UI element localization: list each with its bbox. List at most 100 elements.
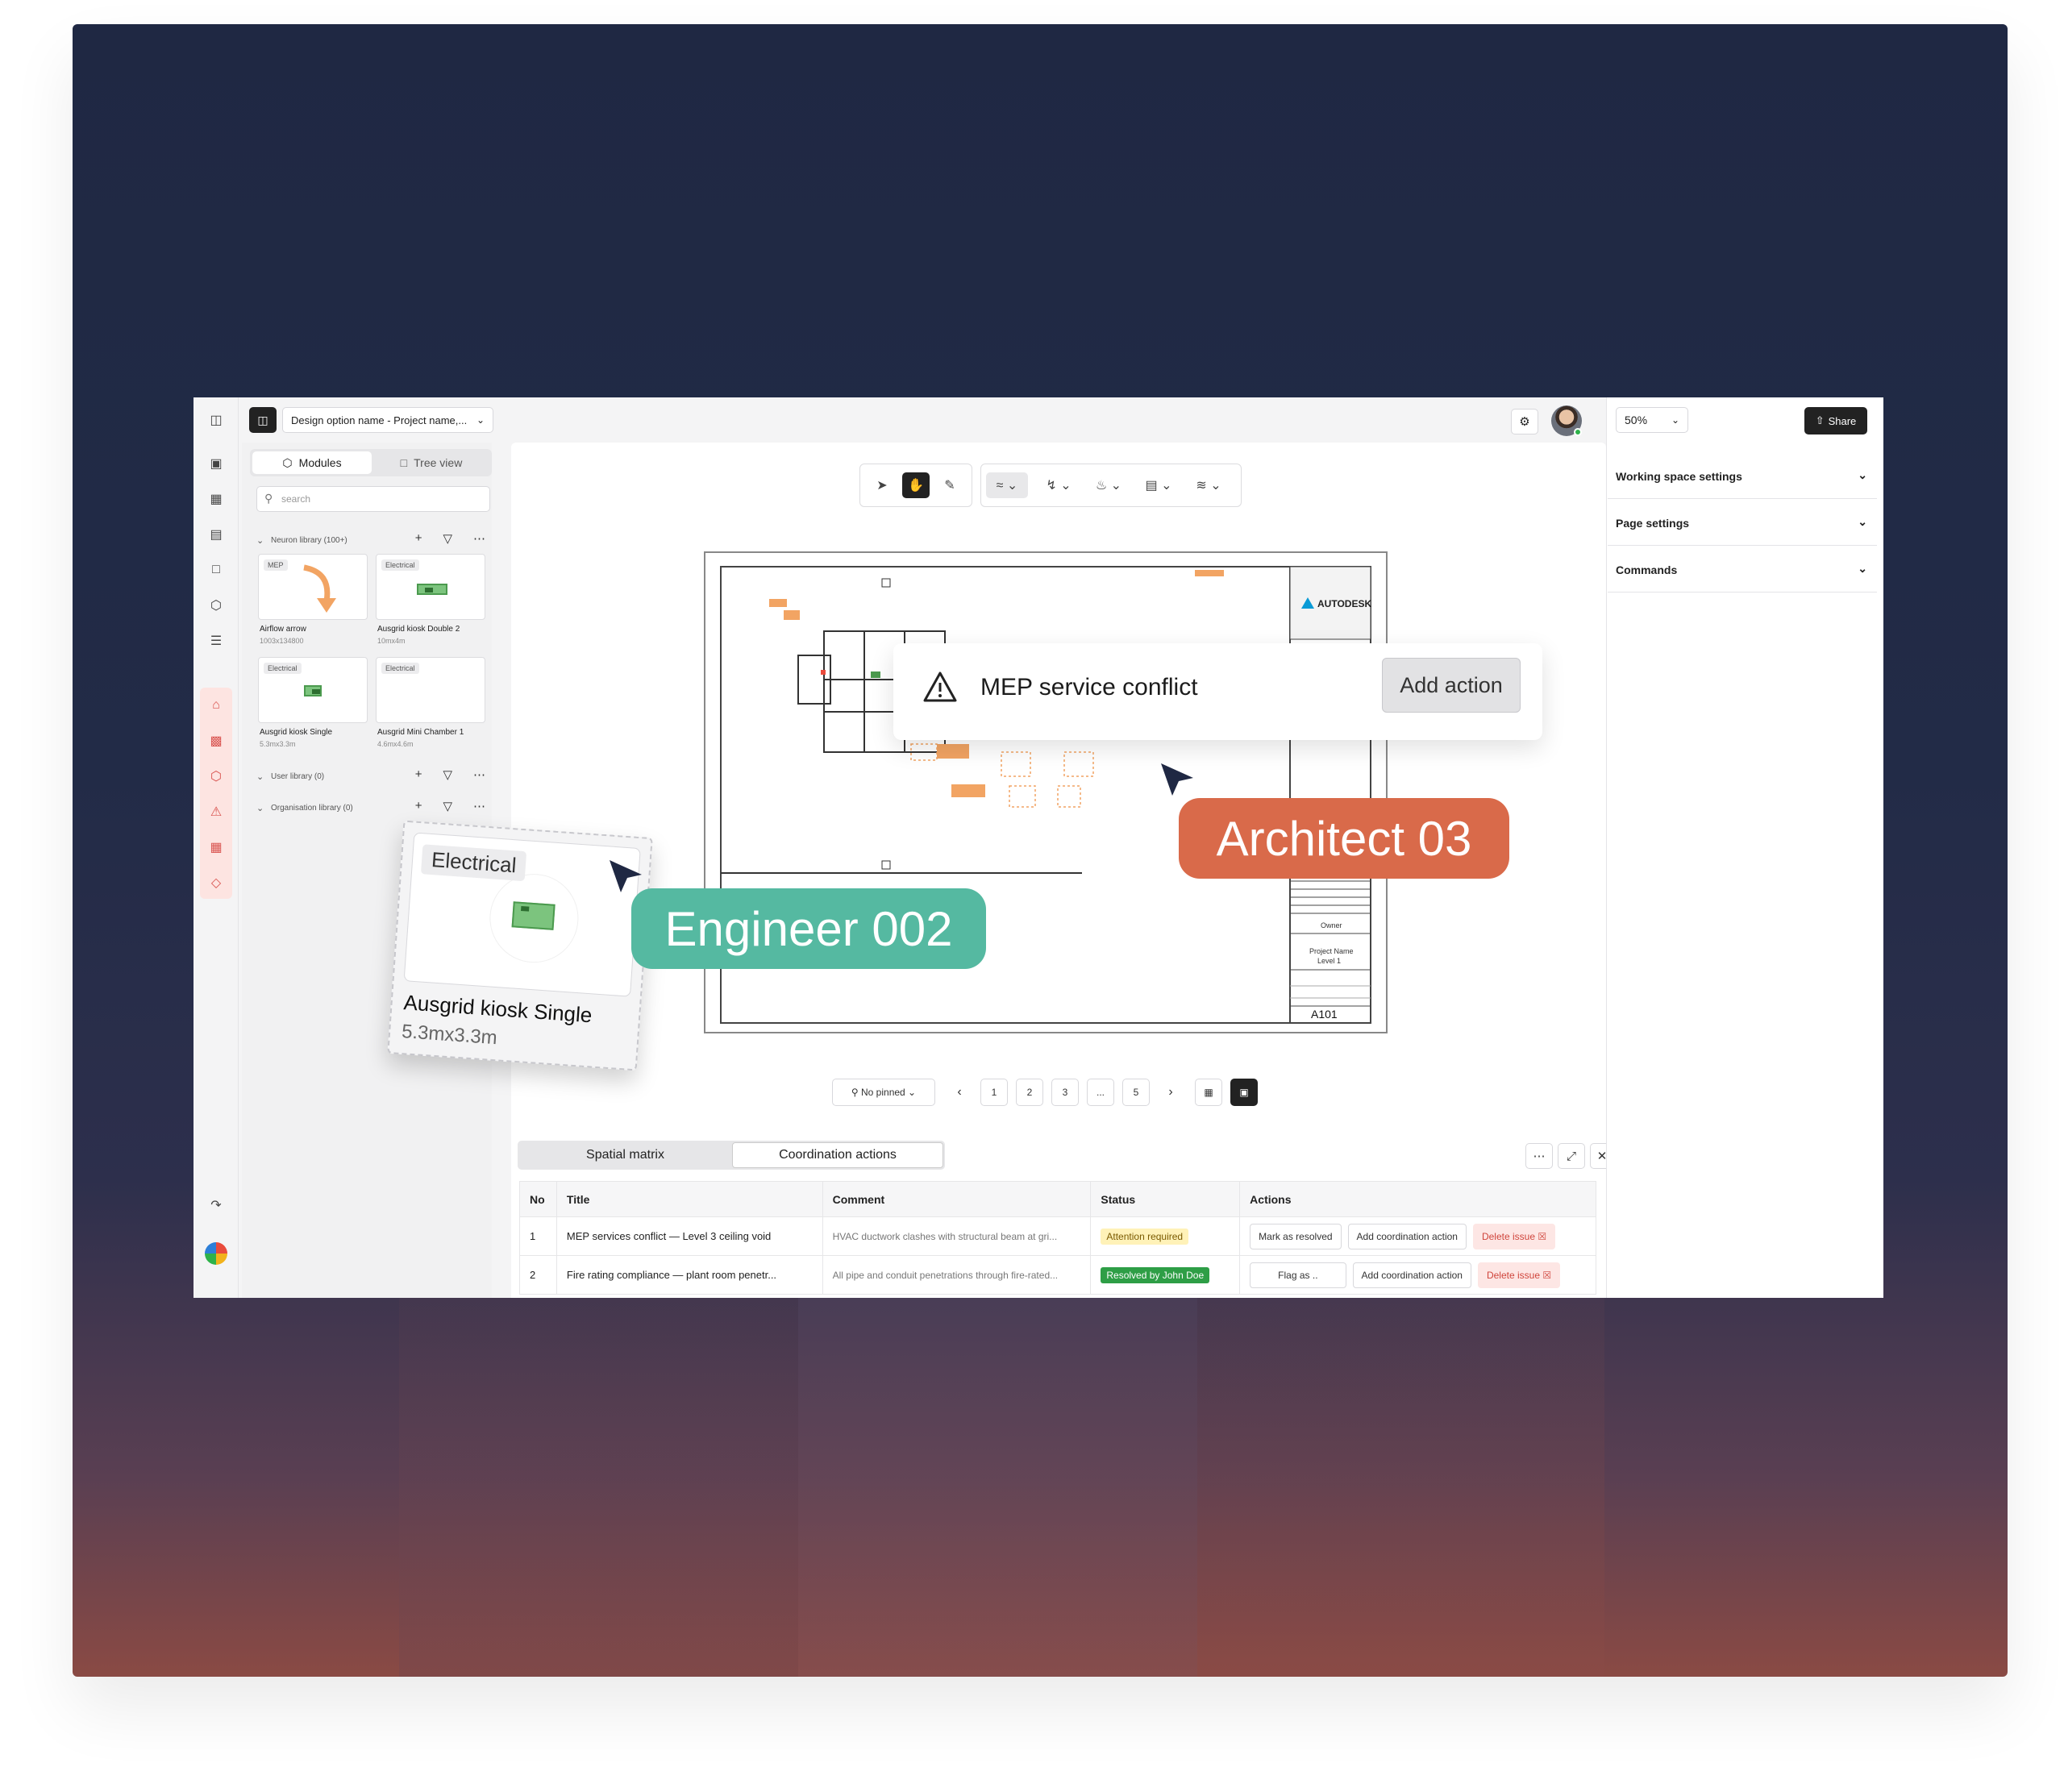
canvas-toolbar-primary: ➤ ✋ ✎ xyxy=(859,464,972,507)
flag-as-button[interactable]: Flag as .. xyxy=(1250,1262,1346,1288)
upload-icon: ⇧ xyxy=(1815,414,1825,426)
fire-layer-button[interactable]: ♨ ⌄ xyxy=(1088,472,1130,498)
mark-resolved-button[interactable]: Mark as resolved xyxy=(1250,1223,1342,1249)
delete-label: Delete issue xyxy=(1486,1269,1540,1281)
package-icon[interactable]: ⬡ xyxy=(210,770,222,784)
zoom-value: 50% xyxy=(1625,414,1648,426)
chevron-down-icon: ⌄ xyxy=(1858,468,1867,481)
filter-icon[interactable]: ▽ xyxy=(443,768,452,782)
table-row[interactable]: 1 MEP services conflict — Level 3 ceilin… xyxy=(519,1216,1596,1256)
pan-tool-button[interactable]: ✋ xyxy=(902,472,930,498)
column-header: Actions xyxy=(1239,1181,1596,1217)
page-settings-accordion[interactable]: Page settings ⌄ xyxy=(1608,501,1877,546)
page-button[interactable]: 1 xyxy=(980,1079,1008,1106)
engineer-cursor-icon xyxy=(610,860,642,892)
network-layer-button[interactable]: ≋ ⌄ xyxy=(1188,472,1230,498)
tab-coordination-actions[interactable]: Coordination actions xyxy=(732,1142,943,1168)
layout-icon[interactable]: ▣ xyxy=(210,457,223,471)
export-icon[interactable]: ↷ xyxy=(210,1199,222,1212)
document-icon[interactable]: □ xyxy=(212,563,220,576)
hvac-layer-button[interactable]: ≈ ⌄ xyxy=(986,472,1028,498)
pinned-select[interactable]: ⚲ No pinned ⌄ xyxy=(832,1079,935,1106)
notification-button[interactable]: ⚙ xyxy=(1511,409,1538,434)
share-button[interactable]: ⇧ Share xyxy=(1804,407,1867,434)
cube-icon: ⬡ xyxy=(282,455,293,469)
add-icon[interactable]: + xyxy=(414,799,422,813)
grid-plus-icon[interactable]: ▦ xyxy=(210,841,223,854)
row-number: 2 xyxy=(519,1255,557,1295)
row-title: Fire rating compliance — plant room pene… xyxy=(556,1255,823,1295)
architect-cursor-icon xyxy=(1161,763,1193,796)
filter-icon[interactable]: ▽ xyxy=(443,800,452,813)
chevron-down-icon: ⌄ xyxy=(476,414,485,426)
more-icon: ⋯ xyxy=(1533,1150,1546,1163)
search-input[interactable]: ⚲ search xyxy=(256,486,490,512)
electrical-layer-button[interactable]: ↯ ⌄ xyxy=(1038,472,1080,498)
row-comment: All pipe and conduit penetrations throug… xyxy=(822,1255,1092,1295)
add-action-button[interactable]: Add action xyxy=(1382,658,1521,713)
add-icon[interactable]: + xyxy=(414,531,422,545)
database-icon[interactable]: ☰ xyxy=(210,634,223,648)
chevron-down-icon: ⌄ xyxy=(905,1087,917,1098)
card-dimensions: 4.6mx4.6m xyxy=(377,740,414,748)
zoom-select[interactable]: 50% ⌄ xyxy=(1616,407,1688,433)
more-icon[interactable]: ⋯ xyxy=(473,800,485,813)
commands-accordion[interactable]: Commands ⌄ xyxy=(1608,547,1877,592)
select-tool-button[interactable]: ➤ xyxy=(868,472,896,498)
kiosk-single-icon xyxy=(511,901,556,930)
delete-issue-button[interactable]: Delete issue ☒ xyxy=(1472,1223,1556,1249)
prev-page-button[interactable]: ‹ xyxy=(957,1085,962,1099)
tab-modules[interactable]: ⬡Modules xyxy=(252,451,372,474)
row-comment: HVAC ductwork clashes with structural be… xyxy=(822,1216,1092,1256)
hand-icon: ✋ xyxy=(908,479,924,493)
add-icon[interactable]: + xyxy=(414,767,422,781)
expand-button[interactable]: ⤢ xyxy=(1558,1143,1585,1169)
add-coordination-action-button[interactable]: Add coordination action xyxy=(1352,1262,1471,1288)
row-title: MEP services conflict — Level 3 ceiling … xyxy=(556,1216,823,1256)
next-page-button[interactable]: › xyxy=(1168,1085,1173,1099)
filter-icon[interactable]: ▽ xyxy=(443,532,452,546)
library-card[interactable]: Electrical Ausgrid Mini Chamber 1 4.6mx4… xyxy=(376,657,489,754)
box-icon[interactable]: ◇ xyxy=(210,876,222,890)
settings-panel xyxy=(1606,397,1883,1298)
add-coordination-action-button[interactable]: Add coordination action xyxy=(1347,1223,1467,1249)
tab-label: Tree view xyxy=(414,456,463,469)
status-badge: Attention required xyxy=(1101,1228,1189,1245)
tab-spatial-matrix[interactable]: Spatial matrix xyxy=(586,1148,664,1162)
tab-tree-view[interactable]: □Tree view xyxy=(372,451,490,474)
library-section-user[interactable]: ⌄ User library (0) +▽⋯ xyxy=(256,766,490,787)
page-ellipsis[interactable]: ... xyxy=(1087,1079,1114,1106)
draw-tool-button[interactable]: ✎ xyxy=(936,472,963,498)
library-card[interactable]: MEP Airflow arrow 1003x134800 xyxy=(258,554,371,651)
report-icon[interactable]: ▩ xyxy=(210,734,223,748)
warning-icon[interactable]: ⚠ xyxy=(210,805,223,819)
library-section-organisation[interactable]: ⌄ Organisation library (0) +▽⋯ xyxy=(256,797,490,818)
design-option-select[interactable]: Design option name - Project name,... ⌄ xyxy=(282,407,493,433)
page-button[interactable]: 3 xyxy=(1051,1079,1079,1106)
map-icon[interactable]: ▤ xyxy=(210,528,223,542)
comments-view-button[interactable]: ▣ xyxy=(1230,1079,1258,1106)
sidebar-toggle-icon[interactable]: ◫ xyxy=(210,414,223,427)
plumbing-layer-button[interactable]: ▤ ⌄ xyxy=(1138,472,1180,498)
library-card[interactable]: Electrical Ausgrid kiosk Single 5.3mx3.3… xyxy=(258,657,371,754)
delete-issue-button[interactable]: Delete issue ☒ xyxy=(1477,1262,1561,1288)
page-button[interactable]: 5 xyxy=(1122,1079,1150,1106)
working-space-settings-accordion[interactable]: Working space settings ⌄ xyxy=(1608,454,1877,499)
page-button[interactable]: 2 xyxy=(1016,1079,1043,1106)
drawing-brand: AUTODESK xyxy=(1317,598,1371,609)
grid-view-button[interactable]: ▦ xyxy=(1195,1079,1222,1106)
warning-icon xyxy=(923,671,957,702)
more-icon[interactable]: ⋯ xyxy=(473,532,485,546)
library-card[interactable]: Electrical Ausgrid kiosk Double 2 10mx4m xyxy=(376,554,489,651)
library-tabs: ⬡Modules □Tree view xyxy=(250,449,492,476)
table-row[interactable]: 2 Fire rating compliance — plant room pe… xyxy=(519,1255,1596,1295)
building-icon[interactable]: ▦ xyxy=(210,493,223,506)
panel-toggle-button[interactable]: ◫ xyxy=(249,407,277,433)
kiosk-single-icon xyxy=(304,685,322,696)
more-icon[interactable]: ⋯ xyxy=(473,768,485,782)
cube-icon[interactable]: ⬡ xyxy=(210,599,222,613)
library-section-neuron[interactable]: ⌄ Neuron library (100+) +▽⋯ xyxy=(256,530,490,551)
more-options-button[interactable]: ⋯ xyxy=(1525,1143,1553,1169)
home-icon[interactable]: ⌂ xyxy=(212,698,220,712)
pencil-icon: ✎ xyxy=(944,479,955,493)
